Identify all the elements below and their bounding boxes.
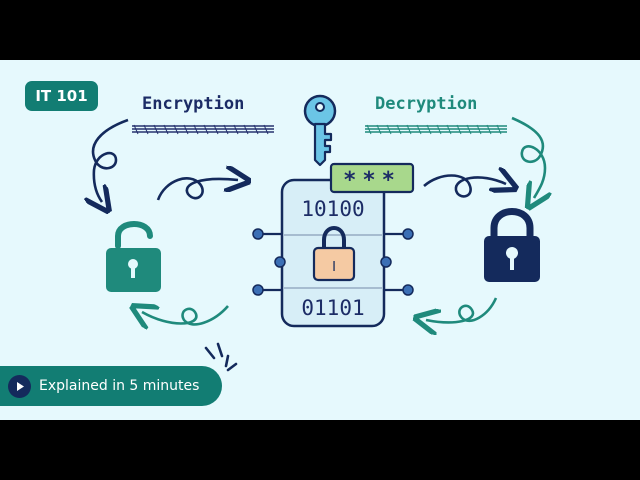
duration-label: Explained in 5 minutes: [39, 378, 200, 394]
unlocked-padlock-icon: [106, 221, 161, 292]
encryption-underline: [132, 124, 274, 135]
sparkle-icon: [204, 342, 238, 372]
arrow-decryption-to-locked: [511, 116, 545, 198]
password-tag: ***: [329, 162, 415, 194]
arrow-chip-to-locked: [423, 176, 506, 198]
decryption-underline: [365, 124, 507, 135]
play-button[interactable]: [8, 374, 31, 398]
thumbnail-canvas: IT 101 Encryption Decryption: [0, 60, 640, 420]
chip-padlock-icon: [312, 226, 356, 282]
arrow-chip-to-unlocked: [142, 306, 229, 324]
chip-lock-mark: I: [332, 260, 336, 275]
chip-bottom-bits: 01101: [301, 296, 364, 320]
illustration: I 10100 01101 ***: [0, 94, 640, 372]
arrow-encryption-to-unlocked: [93, 118, 129, 202]
play-icon: [17, 381, 24, 391]
locked-padlock-icon: [484, 208, 540, 282]
arrow-locked-to-chip: [426, 297, 498, 322]
password-mask: ***: [343, 168, 401, 193]
arrow-unlocked-to-chip: [156, 178, 238, 201]
decryption-title: Decryption: [375, 94, 478, 114]
encryption-chip: I 10100 01101: [252, 178, 414, 328]
course-badge: IT 101: [25, 81, 98, 111]
key-icon: [303, 94, 337, 167]
chip-top-bits: 10100: [301, 197, 364, 221]
encryption-title: Encryption: [142, 94, 245, 114]
duration-banner: Explained in 5 minutes: [0, 366, 222, 406]
